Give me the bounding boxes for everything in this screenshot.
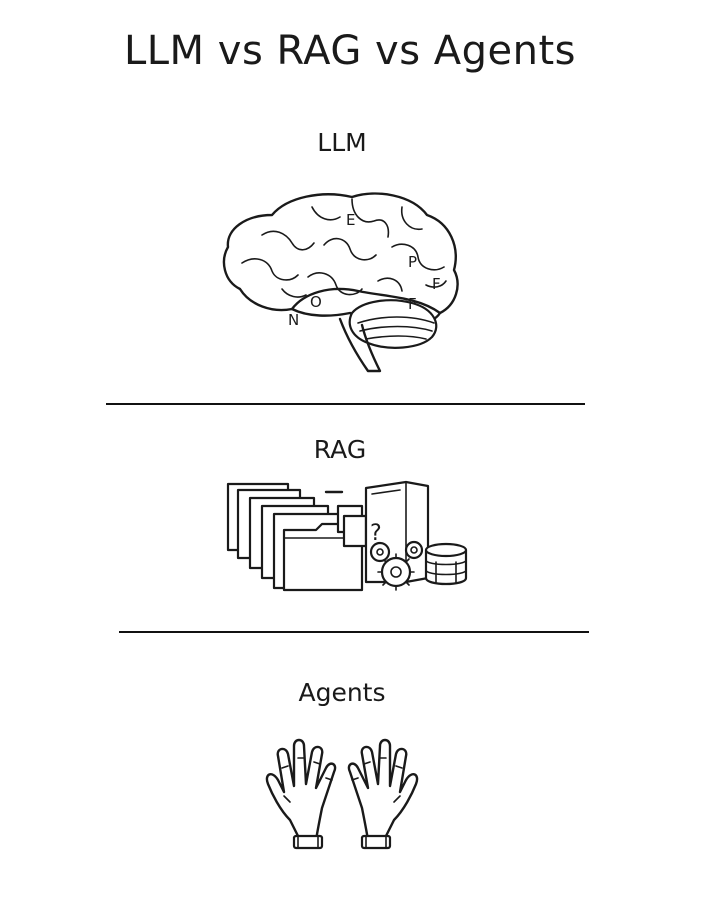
- brain-glyph-f2: F: [408, 295, 417, 313]
- right-hand-icon: [347, 738, 419, 850]
- section-label-rag: RAG: [313, 435, 367, 464]
- gears-icon: [369, 540, 424, 591]
- folder-stack: [226, 482, 364, 592]
- page-title: LLM vs RAG vs Agents: [123, 28, 577, 74]
- section-label-llm: LLM: [317, 128, 367, 157]
- brain-icon: E F F N O P: [222, 192, 459, 373]
- brain-glyph-p: P: [408, 253, 417, 271]
- left-hand-icon: [265, 738, 337, 850]
- brain-glyph-n: N: [288, 311, 299, 329]
- database-icon: [424, 542, 468, 586]
- documents-database-icon: ?: [226, 480, 468, 592]
- divider-2: [119, 631, 589, 633]
- brain-glyph-f1: F: [432, 275, 441, 293]
- hands-icon: [265, 738, 419, 850]
- brain-glyph-e: E: [346, 211, 355, 229]
- section-label-agents: Agents: [298, 678, 386, 707]
- brain-glyph-o: O: [310, 293, 322, 311]
- question-mark: ?: [370, 521, 382, 546]
- divider-1: [106, 403, 585, 405]
